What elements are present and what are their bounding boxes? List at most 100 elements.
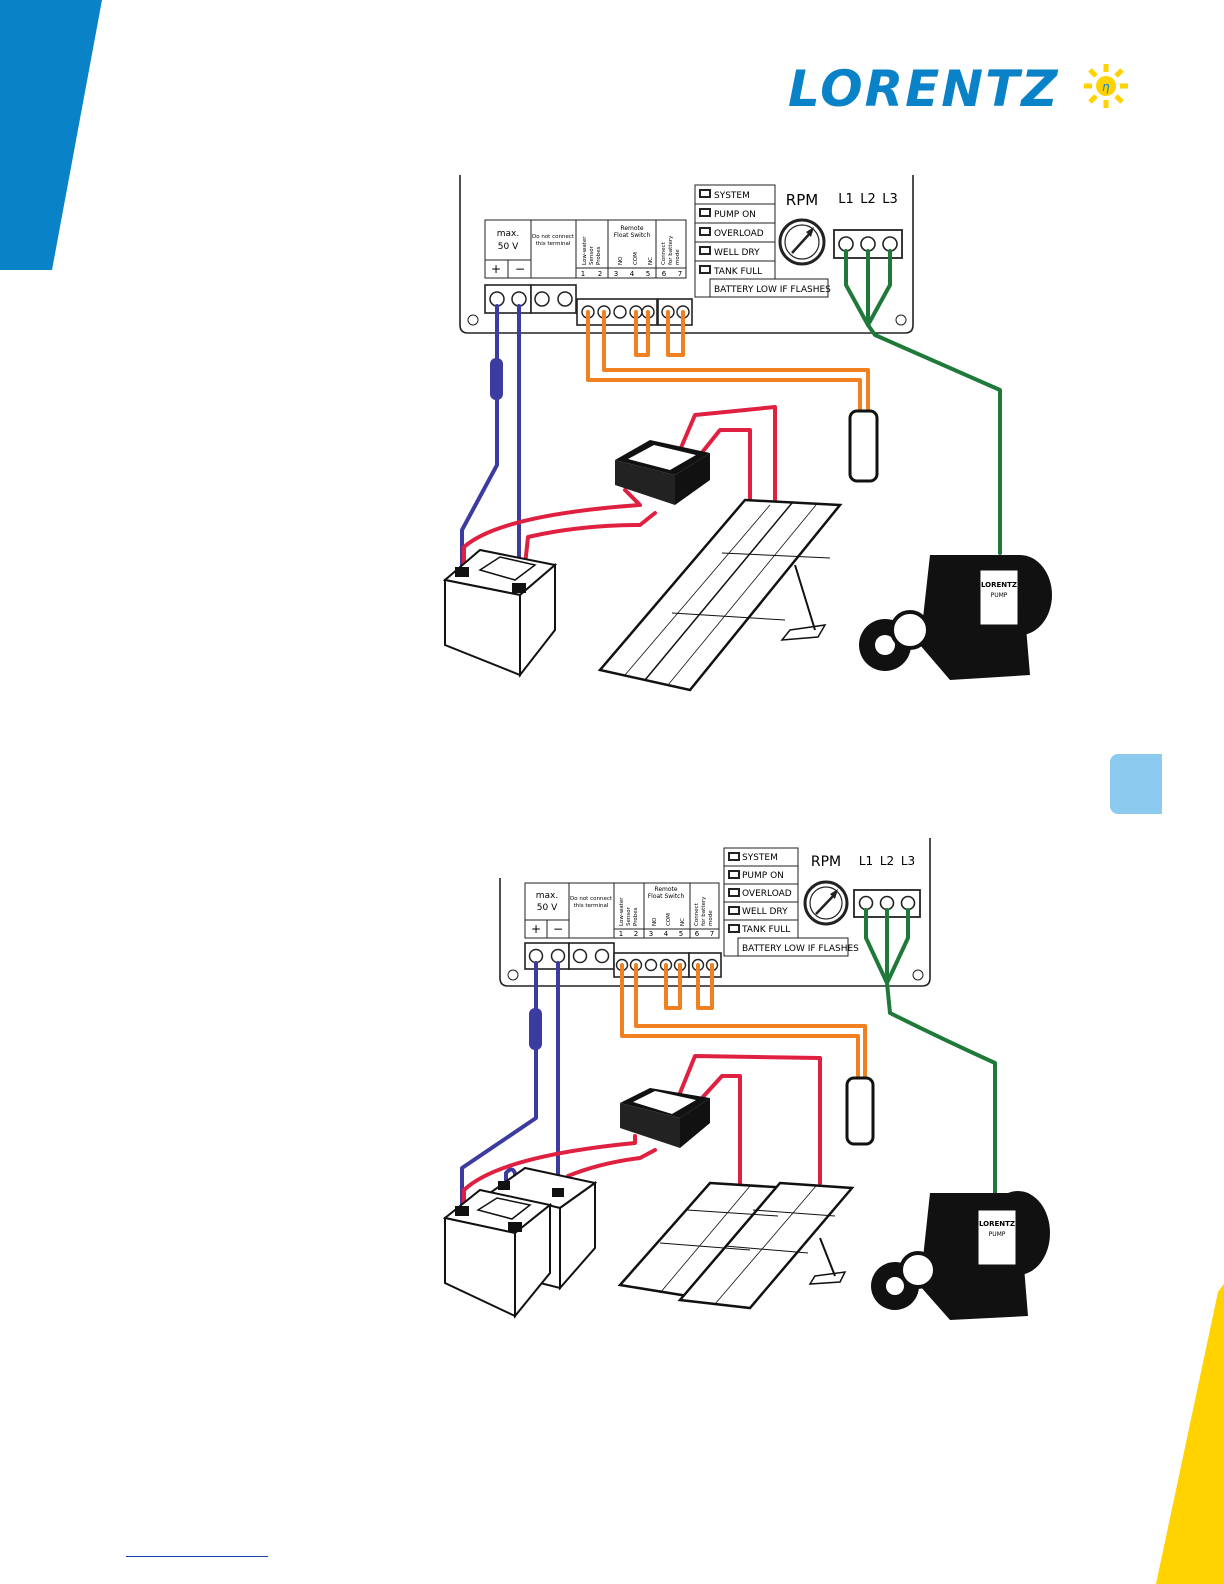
low-water-label-3: Probes bbox=[633, 907, 639, 926]
battery-mode-label-2: for battery bbox=[668, 235, 674, 265]
no-label: NO bbox=[618, 256, 624, 265]
wiring-diagram-dual-battery: max. 50 V + − Do not connect this termin… bbox=[442, 838, 1050, 1320]
com-label: COM bbox=[666, 913, 672, 926]
battery-icon bbox=[442, 548, 558, 678]
led-icon bbox=[728, 906, 740, 915]
minus-label: − bbox=[553, 922, 563, 936]
screw-icon bbox=[895, 314, 907, 326]
solar-panel-icon bbox=[597, 498, 843, 692]
probe-wire bbox=[586, 310, 862, 412]
logo-wordmark: LORENTZ bbox=[788, 60, 1059, 118]
lorentz-logo: LORENTZ η bbox=[788, 60, 1128, 118]
low-water-label-2: Sensor bbox=[589, 245, 595, 265]
terminal-number: 4 bbox=[664, 930, 669, 938]
remote-float-label-2: Float Switch bbox=[648, 893, 685, 900]
battery-mode-label-2: for battery bbox=[701, 896, 707, 926]
wiring bbox=[460, 249, 1002, 595]
voltage-value: 50 V bbox=[498, 242, 519, 252]
nc-label: NC bbox=[648, 257, 654, 265]
led-icon bbox=[728, 870, 740, 879]
led-label-pump-on: PUMP ON bbox=[714, 210, 756, 220]
battery-mode-label: Connect bbox=[661, 241, 667, 265]
charger-to-panel-wire-2 bbox=[700, 1074, 742, 1185]
plus-label: + bbox=[531, 922, 541, 936]
voltage-label: max. bbox=[497, 229, 519, 239]
rpm-dial-icon[interactable] bbox=[778, 218, 826, 266]
solar-panel-icon bbox=[617, 1181, 855, 1310]
battery-to-charger-wire bbox=[462, 488, 642, 567]
wiring-diagram-single-battery: max. 50 V + − Do not connect this termin… bbox=[442, 175, 1052, 692]
battery-low-label: BATTERY LOW IF FLASHES bbox=[714, 285, 831, 295]
footer-link-underline[interactable] bbox=[126, 1556, 268, 1557]
blue-corner-stripe bbox=[0, 0, 102, 270]
rpm-label: RPM bbox=[786, 191, 818, 209]
charger-to-panel-wire-2 bbox=[698, 428, 752, 509]
l1-label: L1 bbox=[859, 854, 873, 868]
l3-label: L3 bbox=[882, 192, 898, 207]
remote-float-label-2: Float Switch bbox=[614, 232, 651, 239]
com-label: COM bbox=[633, 252, 639, 265]
yellow-corner-stripe bbox=[1156, 1284, 1224, 1584]
battery-to-charger-wire bbox=[462, 1134, 637, 1210]
terminal-number: 6 bbox=[662, 270, 667, 278]
l2-label: L2 bbox=[880, 854, 894, 868]
battery-mode-jumper-wire bbox=[666, 310, 685, 357]
terminal-number: 4 bbox=[630, 270, 635, 278]
blue-stripe-shape bbox=[0, 0, 102, 270]
battery-to-charger-wire-2 bbox=[520, 511, 657, 595]
pump-label-2: PUMP bbox=[991, 592, 1008, 599]
do-not-connect-label: Do not connect bbox=[570, 896, 613, 902]
nc-label: NC bbox=[680, 918, 686, 926]
terminal-number: 3 bbox=[614, 270, 618, 278]
led-label-tank-full: TANK FULL bbox=[741, 925, 790, 935]
charger-to-panel-wire bbox=[678, 405, 777, 512]
float-jumper-wire bbox=[664, 963, 682, 1010]
battery-mode-label-3: mode bbox=[708, 910, 714, 926]
voltage-label: max. bbox=[536, 891, 558, 901]
led-label-well-dry: WELL DRY bbox=[714, 248, 760, 258]
do-not-connect-label-2: this terminal bbox=[574, 903, 609, 909]
voltage-value: 50 V bbox=[537, 903, 558, 913]
controller-panel: max. 50 V + − Do not connect this termin… bbox=[499, 838, 931, 987]
led-icon bbox=[699, 265, 711, 274]
plus-label: + bbox=[491, 262, 501, 276]
rpm-dial-icon[interactable] bbox=[803, 880, 849, 926]
fuse-icon bbox=[490, 358, 503, 400]
terminal-number: 1 bbox=[581, 270, 585, 278]
low-water-label-2: Sensor bbox=[626, 906, 632, 926]
pump-label-2: PUMP bbox=[989, 1231, 1006, 1238]
fuse-icon bbox=[529, 1008, 542, 1050]
pump-label: LORENTZ bbox=[979, 1220, 1015, 1228]
screw-icon bbox=[912, 969, 924, 981]
pump-label: LORENTZ bbox=[981, 581, 1017, 589]
pump-motor-icon: LORENTZ PUMP bbox=[859, 555, 1052, 680]
l1-label: L1 bbox=[838, 192, 854, 207]
remote-float-label: Remote bbox=[654, 886, 677, 893]
float-jumper-wire bbox=[634, 310, 650, 357]
battery-to-charger-wire-2 bbox=[558, 1148, 657, 1195]
section-tab[interactable] bbox=[1110, 754, 1162, 814]
yellow-stripe-shape bbox=[1156, 1284, 1224, 1584]
battery-mode-jumper-wire bbox=[696, 963, 714, 1010]
terminal-number: 2 bbox=[598, 270, 602, 278]
terminal-number: 5 bbox=[646, 270, 650, 278]
battery-icon-2 bbox=[442, 1188, 553, 1319]
pump-motor-icon: LORENTZ PUMP bbox=[871, 1191, 1050, 1320]
led-label-tank-full: TANK FULL bbox=[713, 267, 762, 277]
motor-wire bbox=[844, 249, 1002, 555]
battery-positive-wire bbox=[460, 304, 499, 567]
battery-low-label: BATTERY LOW IF FLASHES bbox=[742, 944, 859, 954]
terminal-number: 7 bbox=[710, 930, 714, 938]
wiring bbox=[460, 908, 997, 1235]
led-icon bbox=[699, 189, 711, 198]
led-label-well-dry: WELL DRY bbox=[742, 907, 788, 917]
led-label-system: SYSTEM bbox=[742, 853, 778, 863]
led-icon bbox=[699, 246, 711, 255]
terminal-number: 7 bbox=[678, 270, 682, 278]
low-water-label-3: Probes bbox=[596, 246, 602, 265]
do-not-connect-label: Do not connect bbox=[532, 234, 575, 240]
remote-float-label: Remote bbox=[620, 225, 643, 232]
controller-panel: max. 50 V + − Do not connect this termin… bbox=[459, 175, 914, 334]
probe-wire bbox=[620, 963, 860, 1080]
terminal-number: 5 bbox=[679, 930, 683, 938]
